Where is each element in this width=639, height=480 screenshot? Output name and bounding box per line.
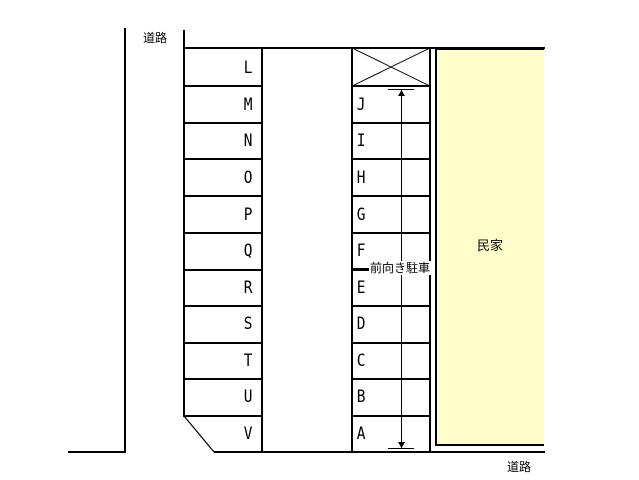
- lot-top-boundary: [183, 47, 545, 49]
- row-divider: [183, 378, 263, 380]
- row-divider: [183, 232, 263, 234]
- space-label-H: H: [356, 168, 366, 188]
- row-divider: [183, 158, 263, 160]
- row-divider: [183, 269, 263, 271]
- row-divider: [183, 122, 263, 124]
- row-divider: [351, 415, 431, 417]
- dimension-cap-top: [388, 89, 414, 90]
- front-parking-label: 前向き駐車: [369, 261, 432, 275]
- front-parking-leader: [353, 268, 369, 269]
- dimension-cap-bottom: [388, 448, 414, 449]
- space-label-J: J: [356, 95, 366, 115]
- left-column-left-edge: [183, 47, 185, 416]
- row-divider: [351, 232, 431, 234]
- space-label-R: R: [243, 278, 253, 298]
- house-label: 民家: [477, 239, 504, 254]
- arrowhead-up-icon: [398, 90, 405, 96]
- row-divider: [351, 122, 431, 124]
- space-label-L: L: [243, 58, 253, 78]
- road-left-edge: [124, 28, 126, 453]
- space-label-D: D: [356, 314, 366, 334]
- road-bottom-edge: [214, 451, 545, 453]
- row-divider: [351, 378, 431, 380]
- row-divider: [183, 85, 263, 87]
- row-divider: [351, 158, 431, 160]
- arrowhead-down-icon: [398, 442, 405, 448]
- space-label-V: V: [243, 424, 253, 444]
- space-label-E: E: [356, 278, 366, 298]
- house-area: [435, 48, 544, 446]
- blocked-space-x-icon: [352, 48, 430, 86]
- road-bottom-left-edge: [68, 451, 126, 453]
- space-label-F: F: [356, 241, 366, 261]
- row-divider: [183, 415, 263, 417]
- space-label-U: U: [243, 387, 253, 407]
- row-divider: [351, 342, 431, 344]
- row-divider: [351, 85, 431, 87]
- road-label-bottom: 道路: [507, 460, 532, 474]
- lot-top-left-post: [183, 30, 185, 48]
- right-column-left-edge: [351, 47, 353, 453]
- space-label-B: B: [356, 387, 366, 407]
- left-column-right-edge: [261, 47, 263, 453]
- row-divider: [351, 195, 431, 197]
- row-divider: [351, 305, 431, 307]
- space-label-P: P: [243, 205, 253, 225]
- space-label-O: O: [243, 168, 253, 188]
- space-label-G: G: [356, 205, 366, 225]
- space-label-N: N: [243, 131, 253, 151]
- right-column-right-edge: [429, 47, 431, 453]
- road-label-top: 道路: [143, 31, 168, 45]
- space-label-C: C: [356, 351, 366, 371]
- space-label-Q: Q: [243, 241, 253, 261]
- space-label-I: I: [356, 131, 366, 151]
- space-label-A: A: [356, 424, 366, 444]
- space-label-S: S: [243, 314, 253, 334]
- corner-diagonal: [183, 415, 215, 453]
- row-divider: [183, 305, 263, 307]
- row-divider: [183, 342, 263, 344]
- row-divider: [183, 195, 263, 197]
- space-label-T: T: [243, 351, 253, 371]
- space-label-M: M: [243, 95, 253, 115]
